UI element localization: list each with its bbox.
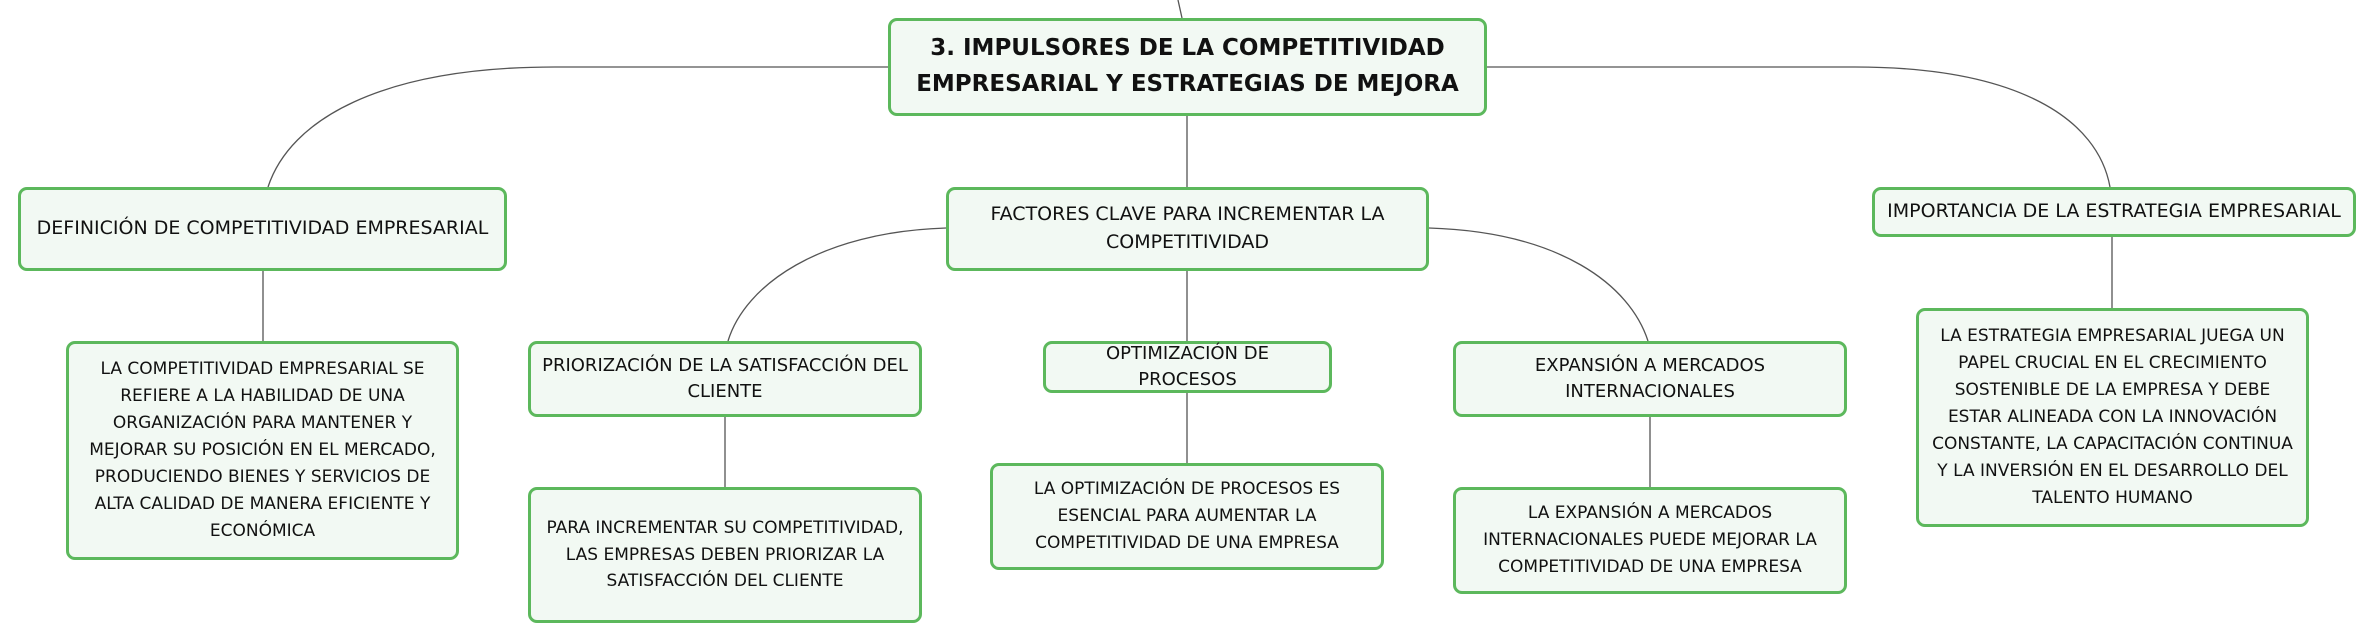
link-parent-stub [1177, 0, 1183, 19]
expansion-node[interactable]: EXPANSIÓN A MERCADOS INTERNACIONALES [1453, 341, 1847, 417]
definicion-detail-node[interactable]: LA COMPETITIVIDAD EMPRESARIAL SE REFIERE… [66, 341, 459, 560]
cliente-detail-node[interactable]: PARA INCREMENTAR SU COMPETITIVIDAD, LAS … [528, 487, 922, 623]
root-topic-text: 3. IMPULSORES DE LA COMPETITIVIDAD EMPRE… [916, 35, 1459, 97]
definicion-detail-text: LA COMPETITIVIDAD EMPRESARIAL SE REFIERE… [89, 359, 436, 541]
procesos-detail-node[interactable]: LA OPTIMIZACIÓN DE PROCESOS ES ESENCIAL … [990, 463, 1384, 570]
definicion-title: DEFINICIÓN DE COMPETITIVIDAD EMPRESARIAL [36, 217, 489, 240]
link-factores-cliente [727, 227, 947, 342]
procesos-title: OPTIMIZACIÓN DE PROCESOS [1106, 342, 1269, 390]
factores-node[interactable]: FACTORES CLAVE PARA INCREMENTAR LA COMPE… [946, 187, 1429, 271]
cliente-detail-text: PARA INCREMENTAR SU COMPETITIVIDAD, LAS … [546, 517, 904, 592]
factores-title: FACTORES CLAVE PARA INCREMENTAR LA COMPE… [990, 203, 1385, 253]
link-root-importancia [1487, 66, 2111, 188]
definicion-node[interactable]: DEFINICIÓN DE COMPETITIVIDAD EMPRESARIAL [18, 187, 507, 271]
expansion-detail-text: LA EXPANSIÓN A MERCADOS INTERNACIONALES … [1483, 503, 1817, 577]
procesos-detail-text: LA OPTIMIZACIÓN DE PROCESOS ES ESENCIAL … [1033, 479, 1341, 553]
link-root-definicion [267, 66, 888, 188]
procesos-node[interactable]: OPTIMIZACIÓN DE PROCESOS [1043, 341, 1332, 393]
cliente-node[interactable]: PRIORIZACIÓN DE LA SATISFACCIÓN DEL CLIE… [528, 341, 922, 417]
cliente-title: PRIORIZACIÓN DE LA SATISFACCIÓN DEL CLIE… [542, 354, 908, 402]
importancia-detail-node[interactable]: LA ESTRATEGIA EMPRESARIAL JUEGA UN PAPEL… [1916, 308, 2309, 527]
link-factores-expansion [1428, 227, 1649, 342]
importancia-detail-text: LA ESTRATEGIA EMPRESARIAL JUEGA UN PAPEL… [1932, 326, 2293, 508]
expansion-detail-node[interactable]: LA EXPANSIÓN A MERCADOS INTERNACIONALES … [1453, 487, 1847, 594]
root-topic-node[interactable]: 3. IMPULSORES DE LA COMPETITIVIDAD EMPRE… [888, 18, 1487, 116]
importancia-title: IMPORTANCIA DE LA ESTRATEGIA EMPRESARIAL [1887, 200, 2341, 223]
importancia-node[interactable]: IMPORTANCIA DE LA ESTRATEGIA EMPRESARIAL [1872, 187, 2356, 237]
expansion-title: EXPANSIÓN A MERCADOS INTERNACIONALES [1534, 354, 1766, 402]
